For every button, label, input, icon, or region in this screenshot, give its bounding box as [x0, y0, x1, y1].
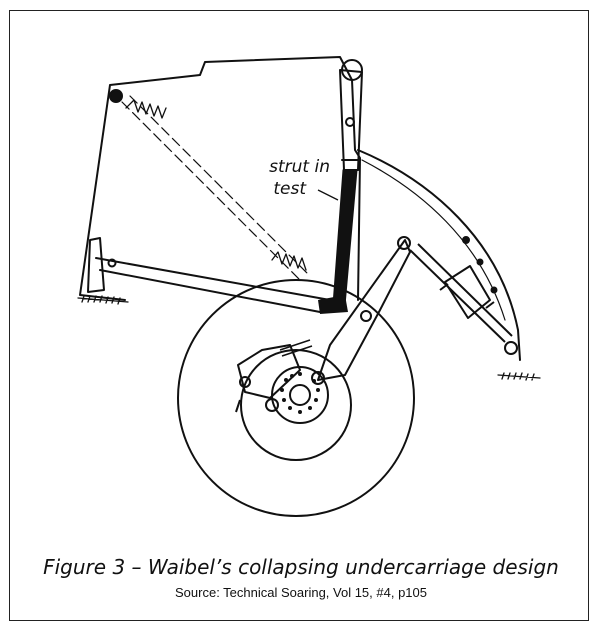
fairing-inner — [361, 159, 506, 321]
upper-left-pivot — [109, 89, 123, 103]
diagonal-spring-rod — [121, 95, 309, 281]
figure-source: Source: Technical Soaring, Vol 15, #4, p… — [175, 585, 427, 600]
wheel-tire — [177, 279, 415, 517]
damper-body — [444, 265, 491, 319]
wheel-rim — [240, 349, 352, 461]
radius-rod — [95, 257, 331, 313]
figure-caption: Figure 3 – Waibel’s collapsing undercarr… — [43, 555, 559, 579]
strut-annotation-line1: strut in — [269, 157, 330, 177]
strut-in-test — [332, 169, 358, 306]
strut-annotation: strut in test — [240, 156, 330, 200]
swing-arm — [317, 239, 411, 381]
floor-hatch-left — [77, 295, 129, 305]
damper-rod — [409, 243, 513, 343]
hub-bolts — [280, 372, 320, 414]
strut-annotation-line2: test — [273, 179, 306, 199]
strut-upper-housing — [339, 69, 363, 171]
lower-spring — [271, 251, 307, 271]
left-bracket — [87, 237, 105, 293]
floor-hatch-right — [497, 372, 541, 381]
upper-spring — [125, 99, 167, 119]
brake-lever — [237, 344, 301, 399]
annotation-leader — [317, 189, 339, 201]
wheel-fairing — [357, 149, 521, 361]
